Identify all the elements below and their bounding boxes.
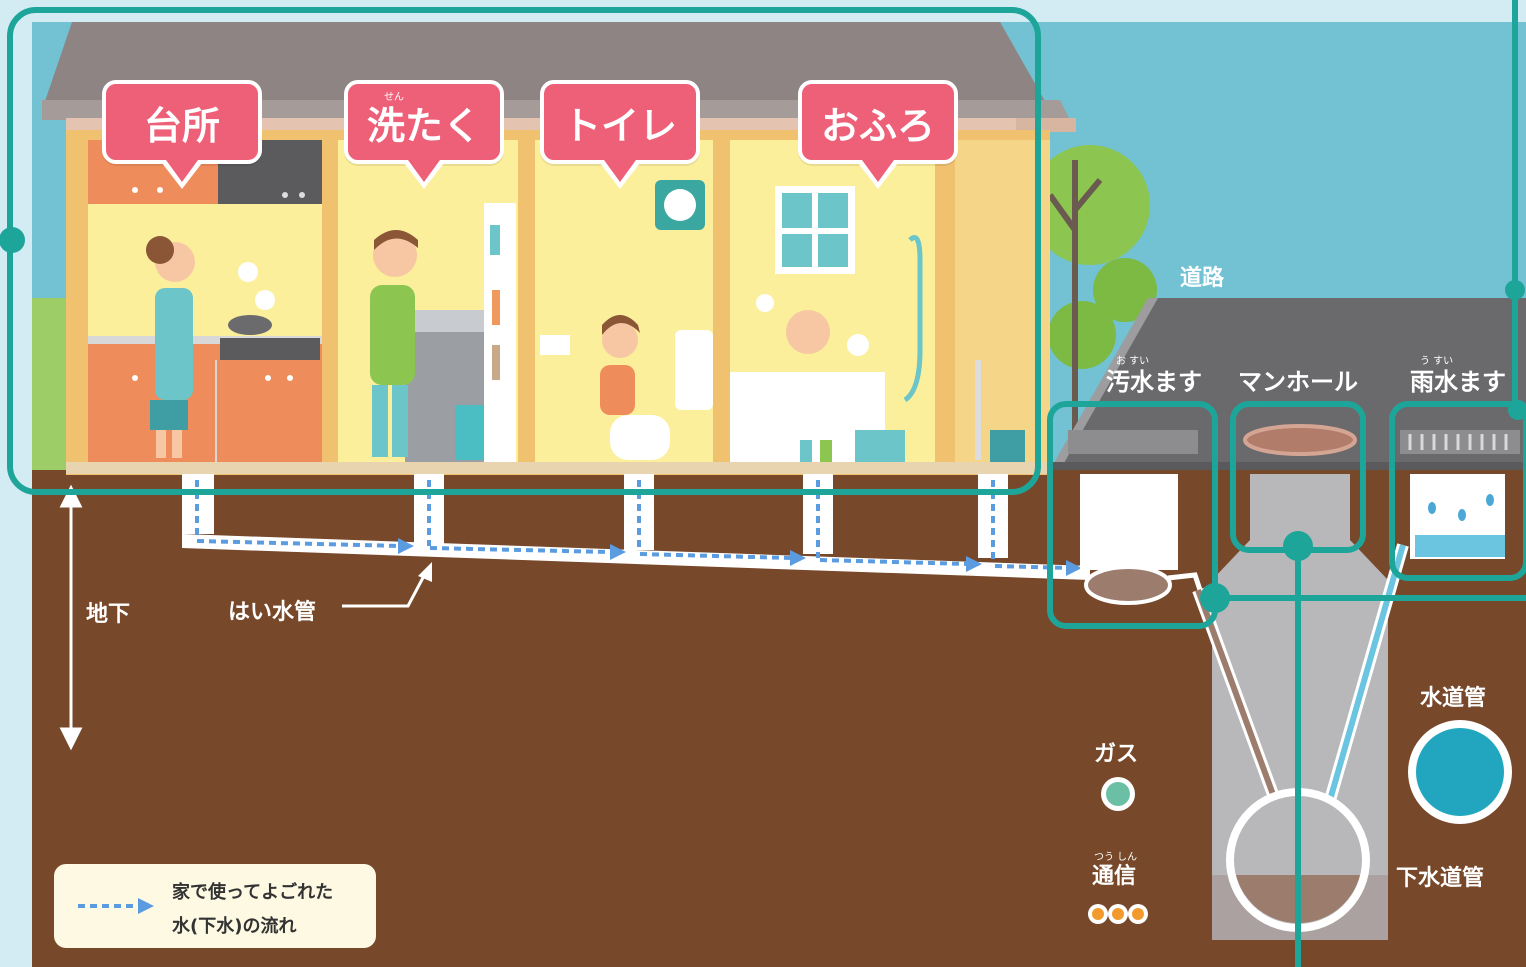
- room-label-toilet: トイレ: [540, 80, 700, 189]
- bucket: [990, 430, 1025, 462]
- gas-label: ガス: [1094, 742, 1139, 767]
- legend-text-line1: 家で使ってよごれた: [172, 882, 334, 903]
- flow-arrowheads: [398, 538, 1082, 576]
- telecom-cables: [1088, 904, 1148, 924]
- sewage-basin-label: 汚水ます: [1106, 368, 1202, 396]
- road-surface: [1050, 298, 1526, 470]
- rain-basin-ruby: う すい: [1420, 356, 1454, 367]
- drain-pipe-pointer: [342, 571, 428, 608]
- telecom-label: 通信: [1092, 864, 1137, 889]
- room-label-text: 台所: [143, 103, 220, 148]
- laundry-scene: [370, 203, 516, 465]
- toilet-scene: [540, 180, 713, 460]
- underground-depth-arrow: [59, 484, 83, 751]
- rain-basin-label: 雨水ます: [1410, 368, 1506, 396]
- drain-pipe-label: はい水管: [228, 600, 317, 625]
- room-label-text: 洗たく: [366, 103, 481, 148]
- telecom-ruby: つう しん: [1094, 852, 1138, 863]
- water-main-label: 水道管: [1420, 686, 1487, 711]
- sewer-main-label: 下水道管: [1396, 866, 1485, 891]
- room-label-text: トイレ: [562, 103, 677, 148]
- room-label-bath: おふろ: [798, 80, 958, 189]
- tree: [1030, 145, 1157, 470]
- sewage-basin-shaft: [1080, 474, 1178, 570]
- room-label-text: おふろ: [820, 103, 935, 148]
- legend-text-line2: 水(下水)の流れ: [172, 916, 297, 937]
- road-label: 道路: [1180, 266, 1225, 291]
- manhole-label: マンホール: [1238, 368, 1358, 396]
- grass: [32, 298, 72, 478]
- bath-scene: [730, 186, 923, 465]
- underground-label: 地下: [86, 602, 131, 627]
- kitchen-scene: [88, 140, 322, 465]
- room-label-laundry: せん洗たく: [344, 80, 504, 189]
- sewage-basin-ruby: お すい: [1116, 356, 1150, 367]
- room-label-kitchen: 台所: [102, 80, 262, 189]
- ruby-sen: せん: [384, 92, 404, 103]
